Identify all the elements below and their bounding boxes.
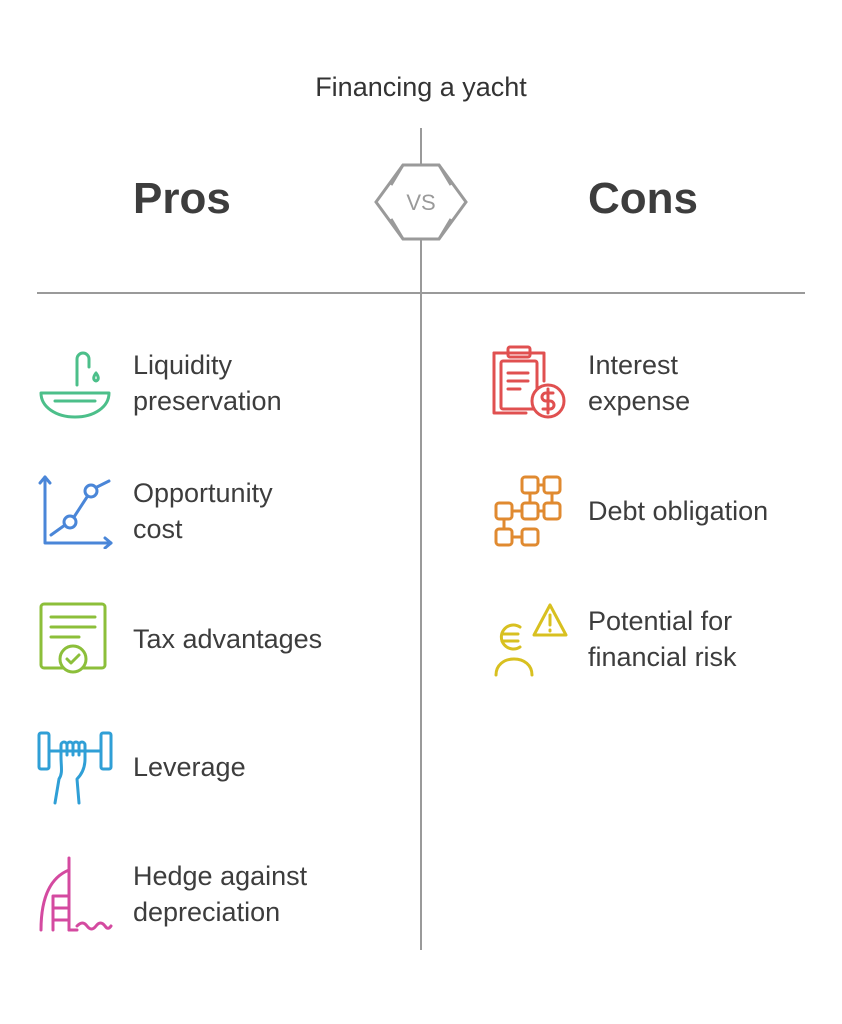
vs-label: VS (406, 190, 435, 215)
pros-heading: Pros (133, 174, 231, 223)
sail-tower-icon (39, 856, 113, 932)
pros-item-label: Hedge against depreciation (133, 861, 308, 927)
pros-item-tax: Tax advantages (37, 601, 383, 677)
divider-horizontal (37, 292, 805, 294)
dumbbell-hand-icon (37, 731, 113, 805)
cons-heading: Cons (588, 174, 698, 223)
pros-item-opportunity: Opportunity cost (37, 473, 383, 549)
cons-item-interest: Interest expense (492, 345, 838, 421)
pros-item-label: Tax advantages (133, 624, 323, 654)
cons-item-label: Debt obligation (588, 496, 769, 526)
cons-item-label: Potential for financial risk (588, 606, 737, 672)
pros-item-label: Leverage (133, 752, 246, 782)
invoice-dollar-icon (492, 345, 566, 419)
pros-item-label: Opportunity cost (133, 478, 273, 544)
pros-item-label: Liquidity preservation (133, 350, 282, 416)
pros-item-liquidity: Liquidity preservation (37, 345, 383, 421)
faucet-icon (39, 351, 111, 419)
pros-item-hedge: Hedge against depreciation (37, 856, 383, 932)
cons-item-label: Interest expense (588, 350, 691, 416)
cons-item-debt: Debt obligation (492, 473, 838, 549)
divider-vertical-bottom (420, 238, 422, 950)
vs-badge: VS (373, 163, 469, 241)
pros-item-leverage: Leverage (37, 729, 383, 805)
vs-arrows-icon: VS (374, 163, 468, 241)
certificate-icon (39, 602, 107, 674)
euro-warning-person-icon (494, 603, 568, 677)
block-chain-icon (494, 475, 562, 547)
divider-vertical-top (420, 128, 422, 166)
cons-item-risk: Potential for financial risk (492, 601, 838, 677)
line-graph-icon (38, 475, 113, 549)
page-title: Financing a yacht (315, 72, 527, 102)
